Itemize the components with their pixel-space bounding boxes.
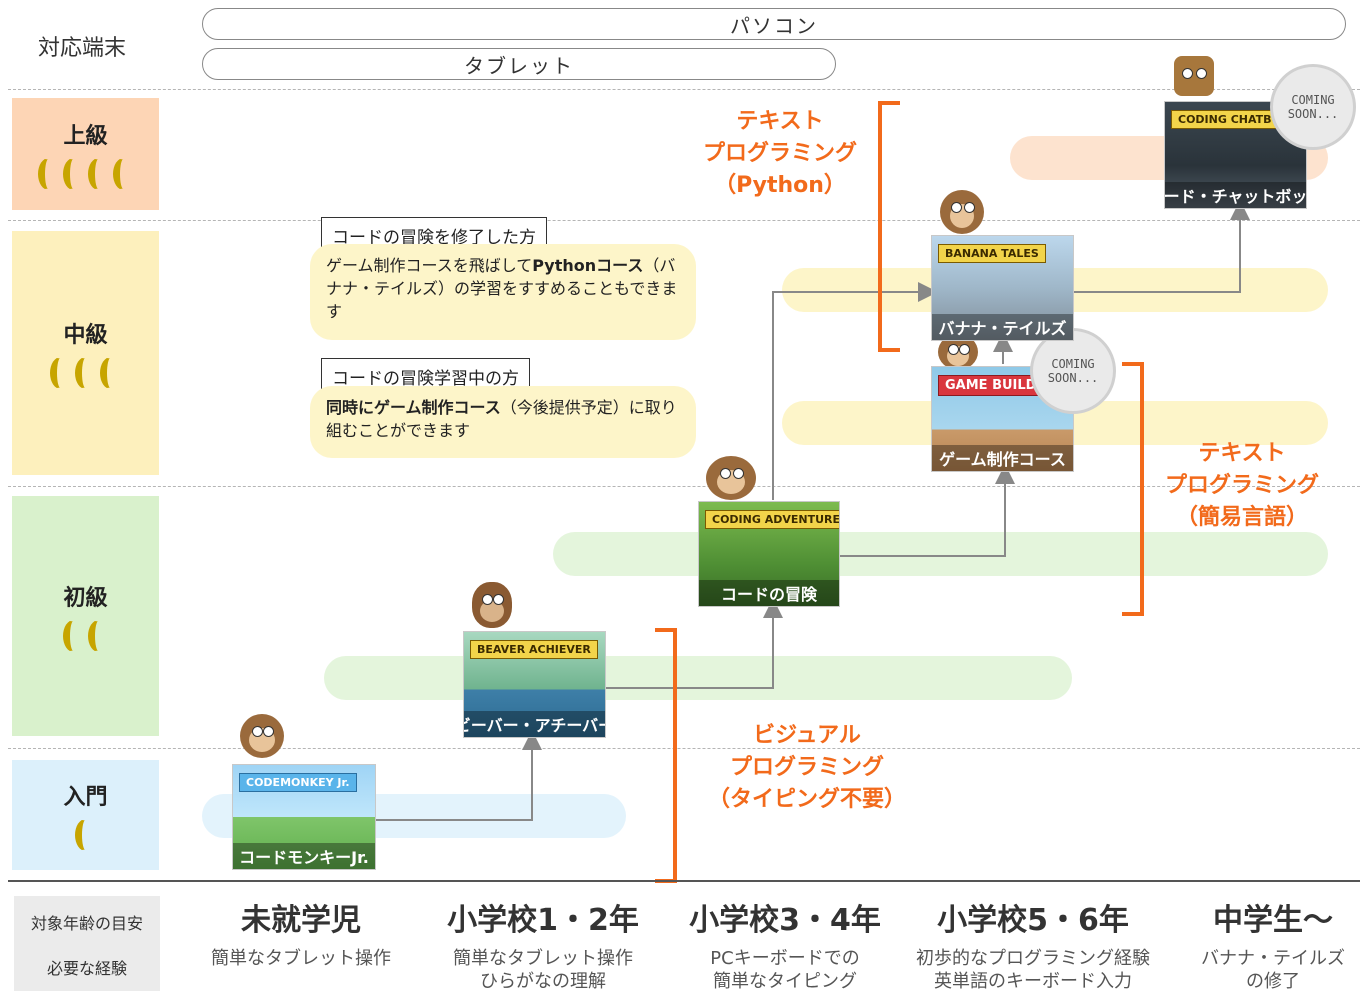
note-learning-heading: コードの冒険学習中の方 — [321, 358, 530, 394]
course-caption: バナナ・テイルズ — [932, 314, 1073, 340]
coming-soon-badge: COMING SOON... — [1270, 64, 1356, 150]
course-card-beaver-achiever[interactable]: BEAVER ACHIEVER ビーバー・アチーバー — [463, 631, 606, 738]
bracket-python — [878, 101, 900, 352]
level-advanced-label: 上級 — [63, 124, 108, 149]
footer-column-preschool: 未就学児 簡単なタブレット操作 — [211, 903, 391, 969]
arrow-jr-to-beaver — [374, 730, 542, 821]
monkey-mascot-icon — [240, 714, 284, 766]
course-caption: コード・チャットボット — [1165, 182, 1306, 208]
separator-line — [8, 748, 1360, 749]
arrow-beaver-to-adventure — [604, 598, 783, 689]
level-intermediate-label: 中級 — [63, 323, 108, 348]
banana-rating-icon — [75, 819, 96, 851]
footer-header-exp: 必要な経験 — [46, 959, 127, 978]
course-caption: コードモンキーJr. — [233, 843, 375, 869]
footer-column-grade34: 小学校3・4年 PCキーボードでの 簡単なタイピング — [689, 903, 881, 992]
category-text-simple: テキスト プログラミング （簡易言語） — [1164, 441, 1319, 530]
separator-line — [8, 220, 1360, 221]
footer-column-junior-high: 中学生〜 バナナ・テイルズ の修了 — [1201, 903, 1345, 992]
beaver-mascot-icon — [472, 582, 512, 632]
level-intro-label: 入門 — [63, 785, 108, 810]
course-card-monkey-jr[interactable]: CODEMONKEY Jr. コードモンキーJr. — [232, 764, 376, 870]
arrow-banana-to-chatbots — [1072, 200, 1250, 293]
course-card-coding-chatbots[interactable]: CODING CHATBOTS コード・チャットボット — [1164, 101, 1307, 209]
course-logo: CODING ADVENTURE — [705, 510, 839, 529]
banana-rating-icon — [62, 620, 109, 652]
note-text: ゲーム制作コースを飛ばして — [326, 256, 533, 275]
course-card-banana-tales[interactable]: BANANA TALES バナナ・テイルズ — [931, 235, 1074, 341]
bracket-visual — [655, 628, 677, 883]
footer-column-grade12: 小学校1・2年 簡単なタブレット操作 ひらがなの理解 — [447, 903, 639, 992]
footer-header-box — [14, 896, 160, 991]
banana-rating-icon — [50, 357, 121, 389]
course-logo: BEAVER ACHIEVER — [470, 640, 598, 659]
arrow-adventure-to-game — [838, 464, 1015, 557]
monkey-mascot-icon — [706, 456, 756, 502]
level-beginner-label: 初級 — [63, 586, 108, 611]
separator-line — [8, 89, 1360, 90]
course-logo: BANANA TALES — [938, 244, 1046, 263]
category-text-python: テキスト プログラミング （Python） — [702, 109, 857, 198]
footer-header-age: 対象年齢の目安 — [30, 914, 143, 933]
note-learning-body: 同時にゲーム制作コース（今後提供予定）に取り組むことができます — [310, 386, 696, 458]
robot-mascot-icon — [1174, 56, 1214, 100]
note-text-bold: 同時にゲーム制作コース — [326, 398, 501, 417]
footer-divider — [8, 880, 1360, 882]
level-intermediate: 中級 — [12, 231, 159, 475]
course-caption: ゲーム制作コース — [932, 445, 1073, 471]
course-card-coding-adventure[interactable]: CODING ADVENTURE コードの冒険 — [698, 501, 840, 607]
course-logo: CODEMONKEY Jr. — [239, 773, 357, 792]
footer-column-grade56: 小学校5・6年 初歩的なプログラミング経験 英単語のキーボード入力 — [916, 903, 1150, 992]
course-caption: ビーバー・アチーバー — [464, 711, 605, 737]
device-pc-pill: パソコン — [202, 8, 1346, 40]
level-beginner: 初級 — [12, 496, 159, 736]
device-label: 対応端末 — [38, 36, 127, 61]
note-text-bold: Pythonコース — [532, 256, 644, 275]
band-beginner-upper — [553, 532, 1328, 576]
bracket-simple — [1122, 362, 1144, 616]
category-visual: ビジュアル プログラミング （タイピング不要） — [707, 723, 906, 812]
arrow-adventure-to-banana — [772, 282, 938, 500]
separator-line — [8, 486, 1360, 487]
note-text: （バナナ・テイルズ）の学習をすすめることもできます — [326, 256, 678, 321]
band-beginner-lower — [324, 656, 1072, 700]
level-advanced: 上級 — [12, 98, 159, 210]
monkey-mascot-icon — [940, 190, 986, 236]
note-text: （今後提供予定）に取り組むことができます — [326, 398, 677, 440]
note-completed-body: ゲーム制作コースを飛ばしてPythonコース（バナナ・テイルズ）の学習をすすめる… — [310, 244, 696, 340]
coming-soon-badge: COMING SOON... — [1030, 328, 1116, 414]
course-caption: コードの冒険 — [699, 580, 839, 606]
level-intro: 入門 — [12, 760, 159, 870]
device-tablet-pill: タブレット — [202, 48, 836, 80]
banana-rating-icon — [37, 158, 134, 190]
